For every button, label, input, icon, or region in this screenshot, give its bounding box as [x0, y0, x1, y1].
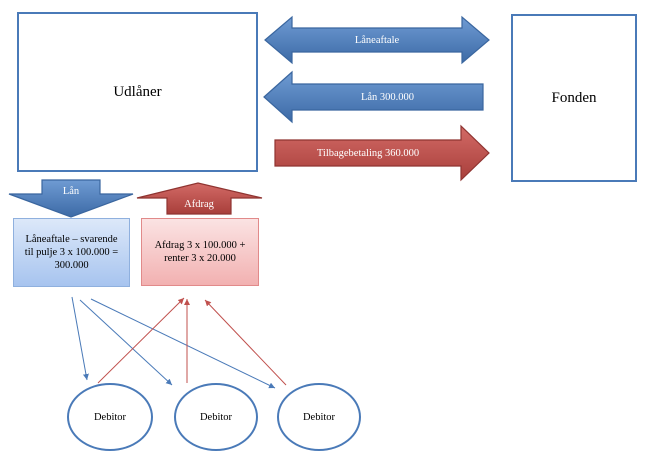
debtor-label: Debitor: [93, 411, 127, 423]
installment-note: Afdrag 3 x 100.000 + renter 3 x 20.000: [141, 218, 259, 286]
loan-agreement-arrow: [264, 15, 490, 65]
debtor-2: Debitor: [174, 383, 258, 451]
blue-connector-2: [79, 299, 173, 386]
blue-connector-3: [90, 298, 276, 389]
up-installment-label: Afdrag: [184, 198, 214, 210]
installment-note-text: Afdrag 3 x 100.000 + renter 3 x 20.000: [154, 239, 246, 264]
red-connector-3: [204, 299, 287, 386]
lender-label: Udlåner: [113, 83, 162, 100]
down-loan-label: Lån: [62, 185, 80, 197]
blue-connector-1: [71, 296, 89, 381]
repayment-arrow: [274, 124, 490, 182]
loan-arrow: [263, 70, 484, 124]
fund-box: Fonden: [511, 14, 637, 182]
loan-agreement-label: Låneaftale: [354, 34, 400, 46]
up-installment-arrow: [136, 182, 263, 215]
debtor-label: Debitor: [302, 411, 336, 423]
down-loan-arrow: [8, 179, 134, 218]
red-connector-1: [97, 297, 185, 384]
debtor-label: Debitor: [199, 411, 233, 423]
fund-label: Fonden: [551, 89, 597, 106]
loan-agreement-note-text: Låneaftale – svarende til pulje 3 x 100.…: [24, 233, 119, 272]
loan-label: Lån 300.000: [360, 91, 415, 103]
loan-agreement-note: Låneaftale – svarende til pulje 3 x 100.…: [13, 218, 130, 287]
debtor-3: Debitor: [277, 383, 361, 451]
repayment-label: Tilbagebetaling 360.000: [316, 147, 420, 159]
lender-box: Udlåner: [17, 12, 258, 172]
debtor-1: Debitor: [67, 383, 153, 451]
